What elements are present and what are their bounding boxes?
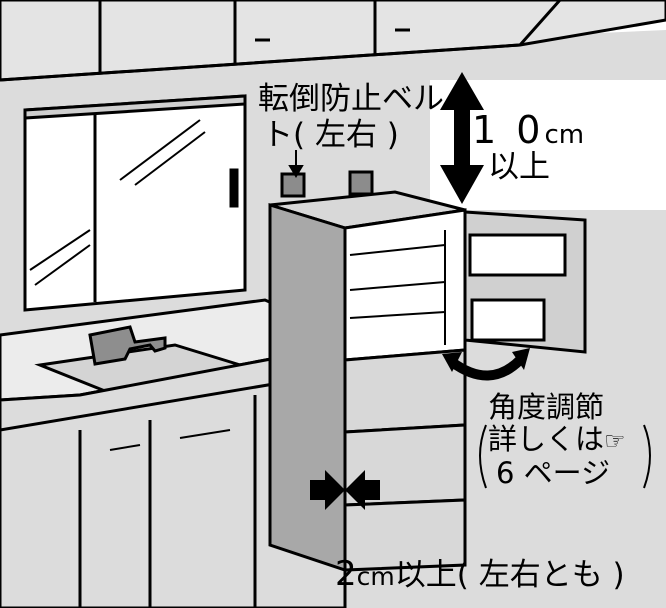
fridge-drawer-3	[343, 498, 467, 572]
clearance-top-arrow	[440, 72, 484, 204]
clearance-top-label: 1 0cm	[472, 108, 585, 152]
angle-detail-text: 詳しくは	[488, 422, 605, 456]
faucet	[88, 325, 167, 366]
belt-label-line1: 転倒防止ベル	[258, 81, 444, 117]
clearance-top-suffix: 以上	[488, 149, 550, 185]
upper-cabinets	[0, 0, 666, 82]
angle-title: 角度調節	[488, 390, 605, 424]
angle-detail-page: 6 ページ	[496, 456, 611, 490]
clearance-top-unit: cm	[544, 120, 585, 150]
fridge-side	[268, 202, 347, 573]
angle-detail: 詳しくは☞	[488, 422, 626, 456]
door-pocket-bottom	[470, 298, 546, 342]
clearance-top-value: 1 0	[472, 108, 545, 152]
refrigerator	[268, 170, 587, 573]
belt-pointer	[288, 150, 304, 178]
belt-label-line2: ト( 左右 )	[262, 117, 399, 153]
clearance-side-unit: cm	[356, 562, 395, 591]
anti-tip-brackets	[280, 170, 374, 198]
door-angle-arrow	[449, 356, 524, 381]
clearance-side-suffix: 以上( 左右とも )	[394, 557, 625, 593]
pointing-hand-icon: ☞	[604, 427, 626, 455]
fridge-shelves	[349, 230, 446, 345]
kitchen-counter	[0, 298, 347, 608]
clearance-side-value: 2	[335, 554, 357, 594]
angle-note-brackets	[479, 424, 651, 489]
window	[23, 94, 247, 312]
clearance-side-label: 2cm以上( 左右とも )	[335, 554, 625, 594]
clearance-side-arrows	[310, 470, 380, 510]
door-pocket-top	[468, 233, 567, 277]
